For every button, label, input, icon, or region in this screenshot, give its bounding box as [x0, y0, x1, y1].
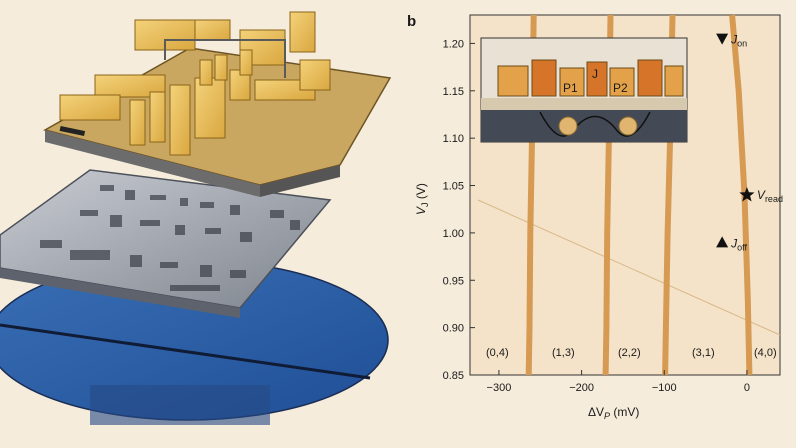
inset-gate-j — [586, 61, 608, 97]
x-tick-label: −300 — [487, 382, 512, 394]
gate-inset: P1 J P2 — [480, 37, 688, 143]
device-illustration — [0, 11, 392, 425]
inset-potential-curve — [539, 111, 651, 137]
wafer-flat-line — [0, 323, 371, 380]
y-tick-label: 1.05 — [443, 181, 464, 193]
v-read-label: Vread — [757, 188, 783, 204]
j-on-label: Jon — [730, 33, 747, 49]
v-read-star-icon — [739, 187, 755, 202]
substrate-slot — [59, 125, 86, 137]
y-tick-label: 1.15 — [443, 86, 464, 98]
chip-edge — [0, 268, 240, 318]
panel-label: b — [407, 13, 416, 30]
x-tick-label: −100 — [652, 382, 677, 394]
inset-gate-mid-r — [637, 59, 663, 97]
bond-wire — [164, 39, 286, 78]
j-on-marker-icon — [716, 33, 729, 45]
x-tick-label: −200 — [569, 382, 594, 394]
y-tick-label: 0.90 — [443, 323, 464, 335]
inset-gate-mid-l — [531, 59, 557, 97]
y-tick-label: 1.20 — [443, 38, 464, 50]
j-off-label: Joff — [730, 236, 747, 252]
inset-gate-p2 — [609, 67, 635, 97]
charge-state-label: (1,3) — [552, 347, 575, 359]
inset-label-j: J — [592, 67, 598, 81]
chip-pattern — [40, 185, 300, 291]
inset-gate-right — [664, 65, 684, 97]
charge-state-label: (2,2) — [618, 347, 641, 359]
x-tick-label: 0 — [744, 382, 750, 394]
substrate-side-right — [260, 165, 340, 197]
inset-label-p1: P1 — [563, 81, 578, 95]
chart-panel: b 0.85 0.90 0.95 1.00 1.05 1.10 1.15 1.20 −300 −2… — [407, 13, 783, 421]
inset-label-p2: P2 — [613, 81, 628, 95]
gate-electrodes — [59, 11, 331, 156]
inset-dot-right — [618, 116, 638, 136]
wafer-shadow — [90, 385, 270, 425]
y-tick-label: 0.95 — [443, 275, 464, 287]
substrate-side — [45, 130, 260, 197]
inset-gate-left — [497, 65, 529, 97]
markers: Jon Vread Joff — [716, 33, 783, 252]
y-axis-label: VJ (V) — [414, 183, 430, 215]
inset-dielectric — [481, 110, 687, 142]
x-axis-label: ΔVP (mV) — [588, 405, 639, 421]
charge-state-label: (0,4) — [486, 347, 509, 359]
y-tick-label: 1.10 — [443, 133, 464, 145]
charge-state-label: (3,1) — [692, 347, 715, 359]
j-off-marker-icon — [716, 236, 729, 248]
y-tick-label: 0.85 — [443, 370, 464, 382]
inset-dot-left — [558, 116, 578, 136]
charge-state-label: (4,0) — [754, 347, 777, 359]
axis-ticks: 0.85 0.90 0.95 1.00 1.05 1.10 1.15 1.20 −300 −200… — [443, 38, 750, 394]
y-tick-label: 1.00 — [443, 228, 464, 240]
inset-gate-p1 — [559, 67, 585, 97]
inset-substrate-band — [481, 98, 687, 110]
chip-layer — [0, 169, 332, 309]
